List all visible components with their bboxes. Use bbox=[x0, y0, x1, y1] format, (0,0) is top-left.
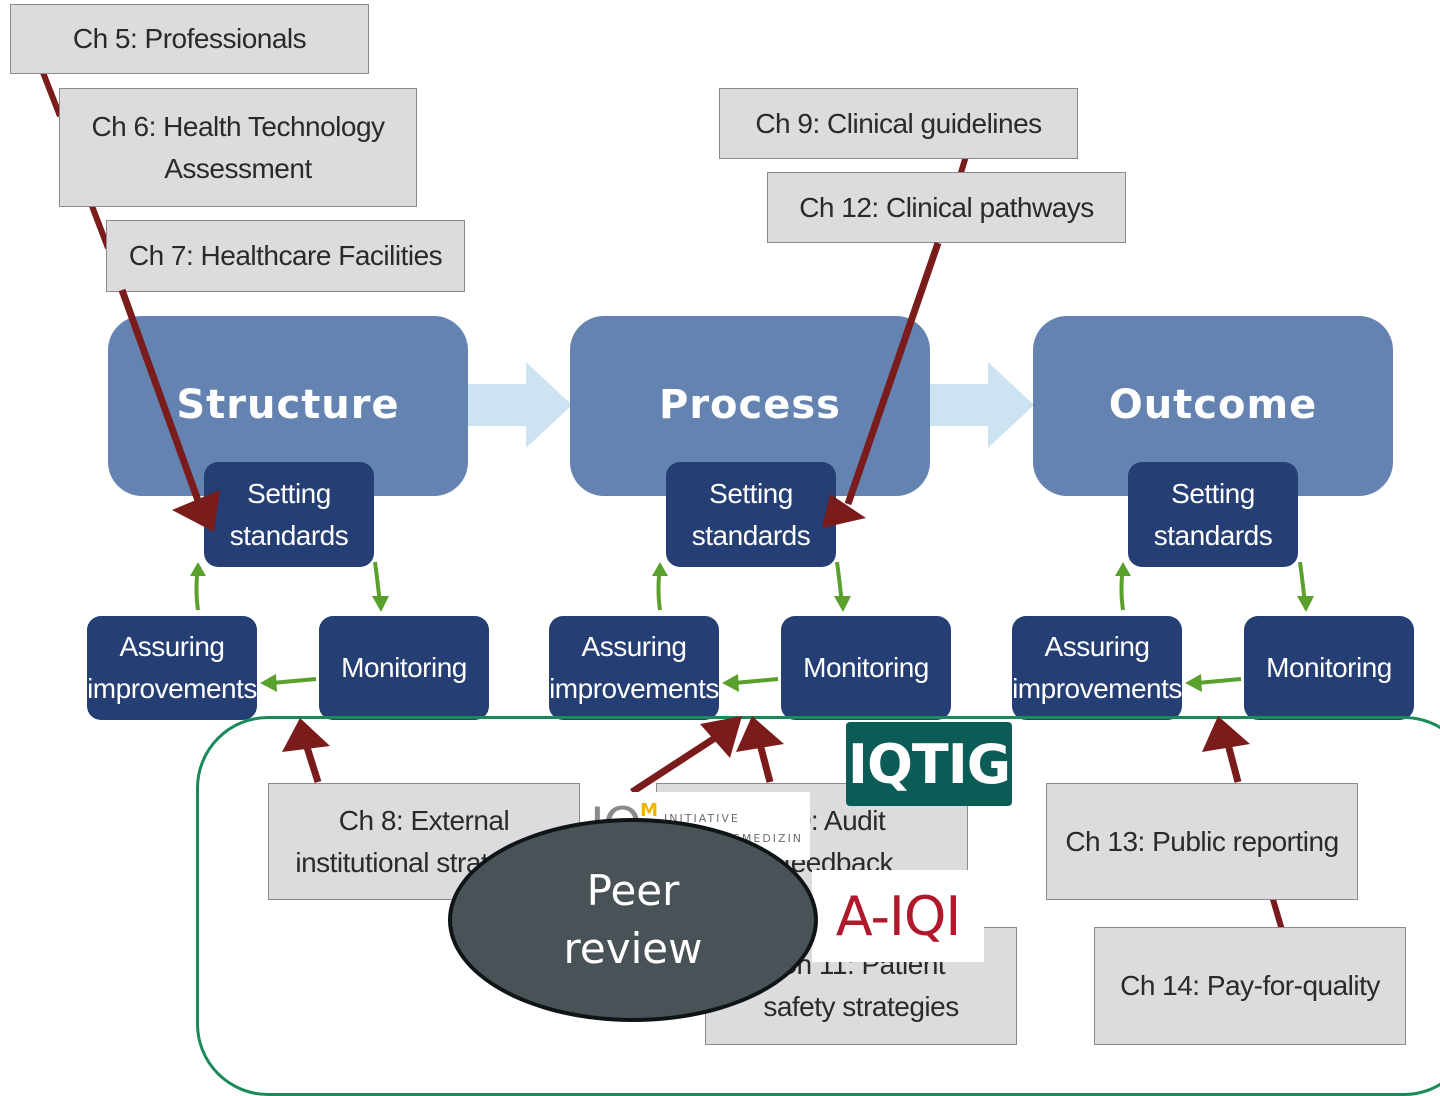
green-arrowhead bbox=[260, 674, 277, 692]
setting-line1: Setting bbox=[247, 477, 331, 509]
peer-review-ellipse: Peer review bbox=[448, 818, 818, 1022]
monitoring-label: Monitoring bbox=[803, 652, 929, 683]
process-arrowhead bbox=[822, 494, 866, 528]
chapter-box-12: Ch 12: Clinical pathways bbox=[767, 172, 1126, 243]
green-arrowhead bbox=[652, 562, 668, 576]
green-arrow bbox=[1196, 677, 1242, 685]
ch5-link bbox=[39, 68, 63, 118]
ch10-arrow-shaft bbox=[630, 733, 720, 795]
process-monitoring: Monitoring bbox=[781, 616, 951, 720]
iqtig-logo: IQTIG bbox=[846, 722, 1012, 806]
ch8-arrowhead bbox=[282, 718, 330, 752]
chapter-label: safety strategies bbox=[763, 991, 959, 1022]
process-to-outcome-arrow bbox=[922, 362, 1034, 448]
setting-line2: standards bbox=[229, 519, 349, 551]
assuring-line2: improvements bbox=[1012, 673, 1182, 704]
ch13-arrow-shaft bbox=[1224, 743, 1242, 783]
chapter-label: Ch 8: External bbox=[338, 804, 510, 836]
chapter-label: Ch 12: Clinical pathways bbox=[799, 191, 1094, 223]
chapter-arrows bbox=[118, 241, 1250, 795]
setting-line2: standards bbox=[1153, 519, 1273, 551]
peer-review-label: review bbox=[563, 924, 703, 973]
ch13-14-link bbox=[1269, 895, 1285, 931]
green-arrowhead bbox=[372, 596, 389, 612]
structure-to-process-arrow bbox=[460, 362, 572, 448]
structure-arrowhead bbox=[172, 490, 220, 532]
process-arrow-shaft bbox=[844, 241, 942, 506]
chapter-label: Ch 6: Health Technology bbox=[91, 110, 385, 142]
chapter-box-5: Ch 5: Professionals bbox=[10, 4, 369, 74]
green-arrow bbox=[733, 677, 779, 685]
chapter-label: Ch 14: Pay-for-quality bbox=[1120, 970, 1380, 1001]
chapter-label: Ch 7: Healthcare Facilities bbox=[128, 240, 443, 271]
green-arrow bbox=[271, 677, 317, 685]
assuring-line1: Assuring bbox=[1044, 631, 1150, 662]
chapter-box-9: Ch 9: Clinical guidelines bbox=[719, 88, 1078, 159]
structure-arrow-shaft bbox=[118, 288, 204, 508]
chapter-label: Assessment bbox=[164, 152, 312, 184]
chapter-label: Ch 13: Public reporting bbox=[1065, 825, 1339, 857]
assuring-line1: Assuring bbox=[581, 631, 687, 662]
assuring-line2: improvements bbox=[87, 673, 257, 704]
setting-line2: standards bbox=[691, 519, 811, 551]
aiqi-logo: A-IQI bbox=[812, 870, 984, 962]
iqm-logo-m: M bbox=[640, 799, 659, 821]
chapter-box-7: Ch 7: Healthcare Facilities bbox=[106, 220, 465, 292]
green-arrowhead bbox=[1185, 674, 1202, 692]
cycle-arrows bbox=[190, 561, 1314, 692]
ch13-arrowhead bbox=[1202, 716, 1250, 752]
green-arrowhead bbox=[1297, 596, 1314, 612]
iqtig-logo-text: IQTIG bbox=[847, 732, 1011, 796]
structure-assuring-improvements: Assuring improvements bbox=[87, 616, 257, 720]
ch10-arrowhead bbox=[700, 716, 742, 758]
aiqi-logo-text: A-IQI bbox=[835, 884, 962, 948]
monitoring-label: Monitoring bbox=[1266, 652, 1392, 683]
process-assuring-improvements: Assuring improvements bbox=[549, 616, 719, 720]
outcome-setting-standards: Setting standards bbox=[1128, 462, 1298, 567]
outcome-title: Outcome bbox=[1108, 382, 1318, 428]
structure-title: Structure bbox=[176, 382, 400, 428]
green-arrowhead bbox=[1115, 562, 1131, 576]
chapter-label: Ch 5: Professionals bbox=[72, 23, 307, 54]
flow-arrows bbox=[460, 362, 1034, 448]
green-arrowhead bbox=[190, 562, 206, 576]
chapter-box-13: Ch 13: Public reporting bbox=[1046, 783, 1358, 900]
assuring-line2: improvements bbox=[549, 673, 719, 704]
ch8-arrow-shaft bbox=[302, 742, 322, 784]
setting-line1: Setting bbox=[709, 477, 793, 509]
structure-monitoring: Monitoring bbox=[319, 616, 489, 720]
peer-review-label: Peer bbox=[586, 866, 680, 915]
ch10b-arrowhead bbox=[736, 716, 784, 752]
ch6-link bbox=[89, 204, 111, 250]
outcome-assuring-improvements: Assuring improvements bbox=[1012, 616, 1182, 720]
green-arrowhead bbox=[722, 674, 739, 692]
chapter-label: Ch 9: Clinical guidelines bbox=[755, 107, 1042, 139]
process-setting-standards: Setting standards bbox=[666, 462, 836, 567]
green-arrowhead bbox=[834, 596, 851, 612]
outcome-monitoring: Monitoring bbox=[1244, 616, 1414, 720]
structure-setting-standards: Setting standards bbox=[204, 462, 374, 567]
ch10b-arrow-shaft bbox=[756, 743, 774, 783]
setting-line1: Setting bbox=[1171, 477, 1255, 509]
chapter-box-14: Ch 14: Pay-for-quality bbox=[1094, 927, 1406, 1045]
assuring-line1: Assuring bbox=[119, 631, 225, 662]
process-title: Process bbox=[659, 382, 841, 428]
monitoring-label: Monitoring bbox=[341, 652, 467, 683]
